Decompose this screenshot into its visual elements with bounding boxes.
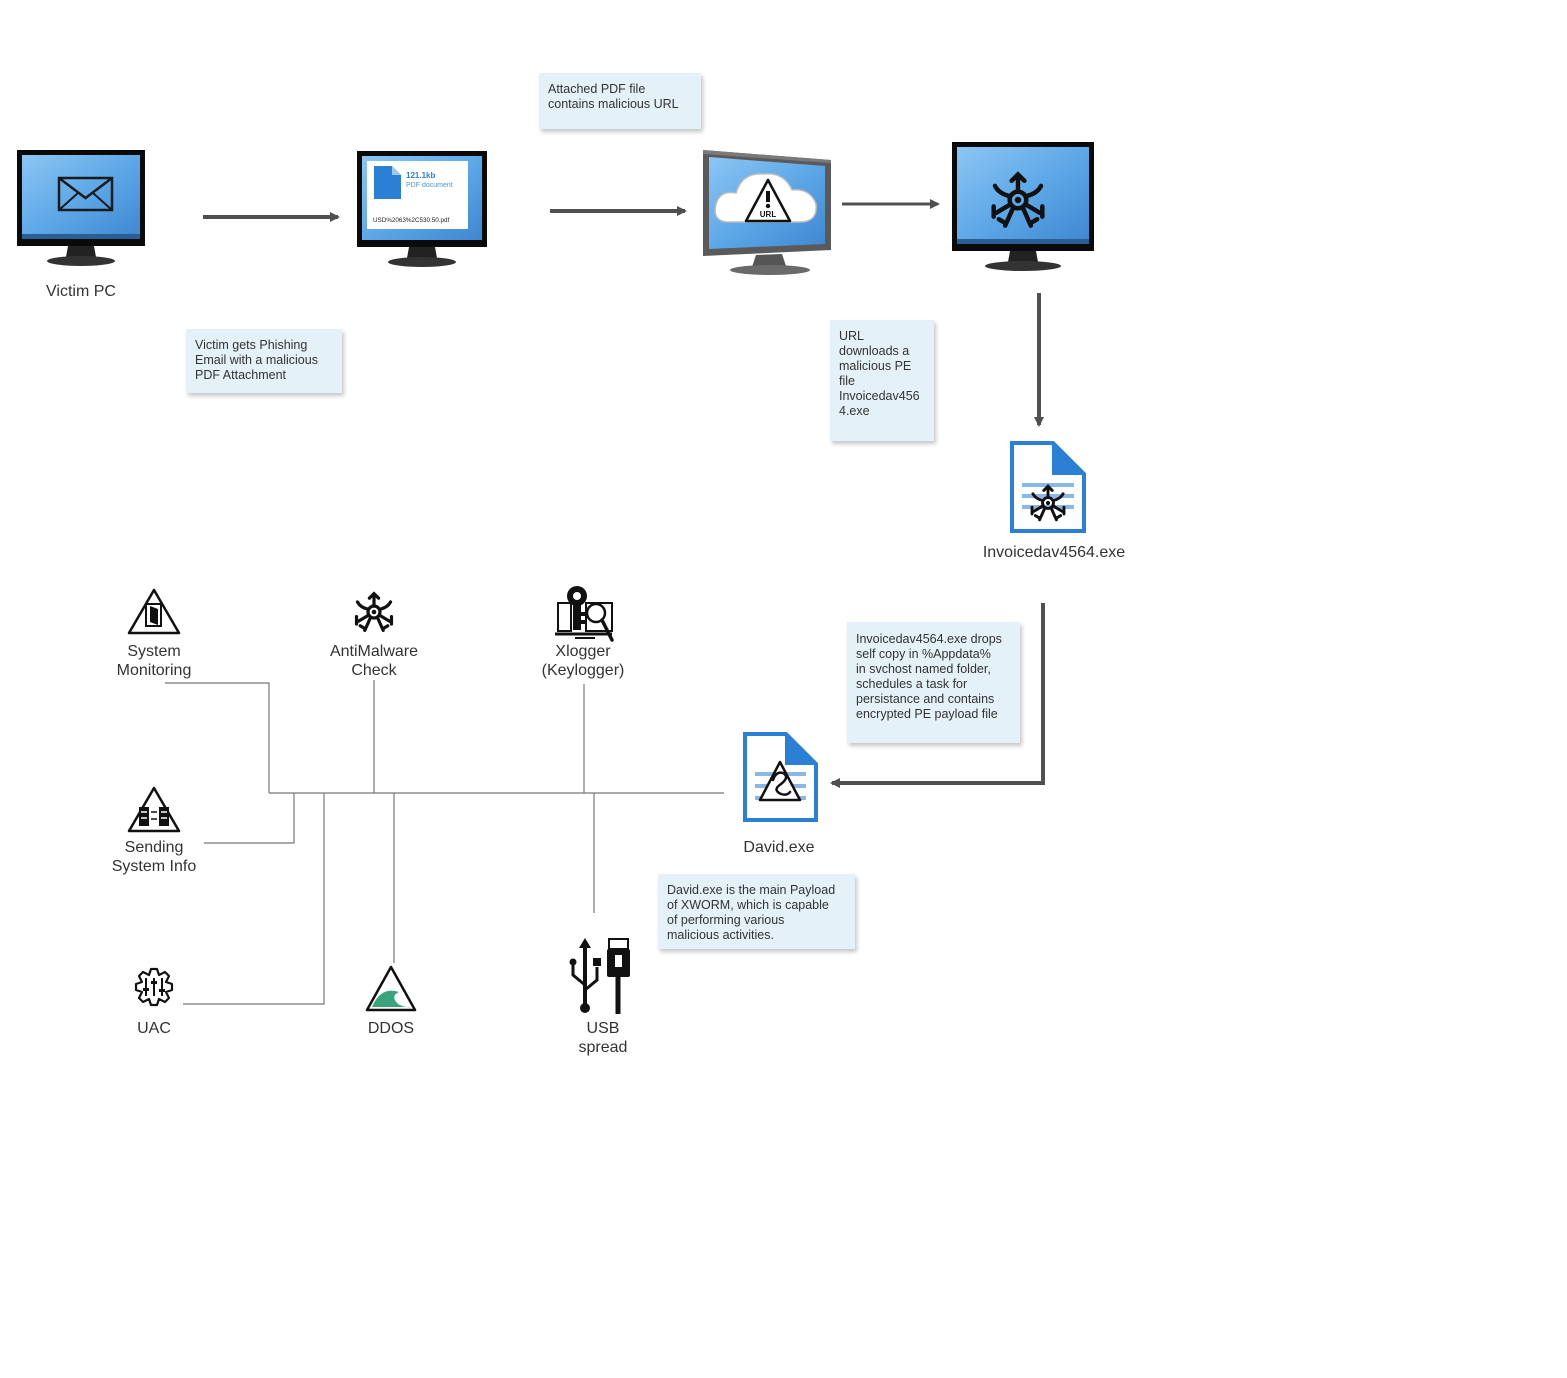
monitor-pdf: 121.1kb PDF document USD%2063%2C530.50.p… xyxy=(357,151,487,267)
note-pdf-url-text: Attached PDF file contains malicious URL xyxy=(548,82,679,111)
label-system-monitoring: System Monitoring xyxy=(116,643,192,679)
note-phishing: Victim gets Phishing Email with a malici… xyxy=(186,329,342,393)
monitor-malware xyxy=(952,142,1094,271)
label-ddos: DDOS xyxy=(367,1020,415,1037)
antimalware-biohazard-icon xyxy=(354,591,394,633)
label-david-exe: David.exe xyxy=(743,839,815,856)
wave-icon xyxy=(365,965,417,1012)
door-monitoring-icon xyxy=(127,588,181,635)
file-david-exe xyxy=(743,732,818,822)
pdf-filename: USD%2063%2C530.50.pdf xyxy=(373,217,450,224)
monitor-victim-pc xyxy=(17,150,145,266)
key-search-icon xyxy=(555,586,614,642)
gear-sliders-icon xyxy=(134,967,174,1007)
pdf-type: PDF document xyxy=(406,182,453,189)
label-invoice-exe: Invoicedav4564.exe xyxy=(982,544,1126,561)
cloud-warning-url-icon: URL xyxy=(714,173,817,223)
note-url-download: URL downloads a malicious PE file Invoic… xyxy=(830,320,934,441)
note-pdf-url: Attached PDF file contains malicious URL xyxy=(539,73,701,129)
note-payload: David.exe is the main Payload of XWORM, … xyxy=(658,874,855,949)
note-url-download-text: URL downloads a malicious PE file Invoic… xyxy=(839,329,920,418)
connector-tree xyxy=(165,680,724,1005)
email-envelope-icon xyxy=(57,176,114,212)
note-phishing-text: Victim gets Phishing Email with a malici… xyxy=(195,338,318,382)
note-payload-text: David.exe is the main Payload of XWORM, … xyxy=(667,883,836,942)
worm-file-icon xyxy=(758,760,802,802)
label-usb-spread: USB spread xyxy=(578,1020,628,1056)
note-drops: Invoicedav4564.exe drops self copy in %A… xyxy=(847,622,1020,743)
label-sending-system-info: Sending System Info xyxy=(111,839,197,875)
label-victim-pc: Victim PC xyxy=(46,283,116,300)
server-transfer-icon xyxy=(127,786,181,833)
flow-arrows xyxy=(203,199,1045,788)
monitor-url: URL xyxy=(703,150,831,275)
pdf-size: 121.1kb xyxy=(406,171,435,180)
usb-icon xyxy=(569,938,630,1014)
note-drops-text: Invoicedav4564.exe drops self copy in %A… xyxy=(856,632,1002,721)
url-badge: URL xyxy=(760,210,777,219)
label-antimalware-check: AntiMalware Check xyxy=(329,643,419,679)
label-xlogger: Xlogger (Keylogger) xyxy=(541,643,625,679)
arrow-invoice-to-david xyxy=(830,603,1045,788)
pdf-document-icon xyxy=(374,166,401,199)
file-invoice-exe xyxy=(1010,441,1086,533)
label-uac: UAC xyxy=(137,1020,171,1037)
